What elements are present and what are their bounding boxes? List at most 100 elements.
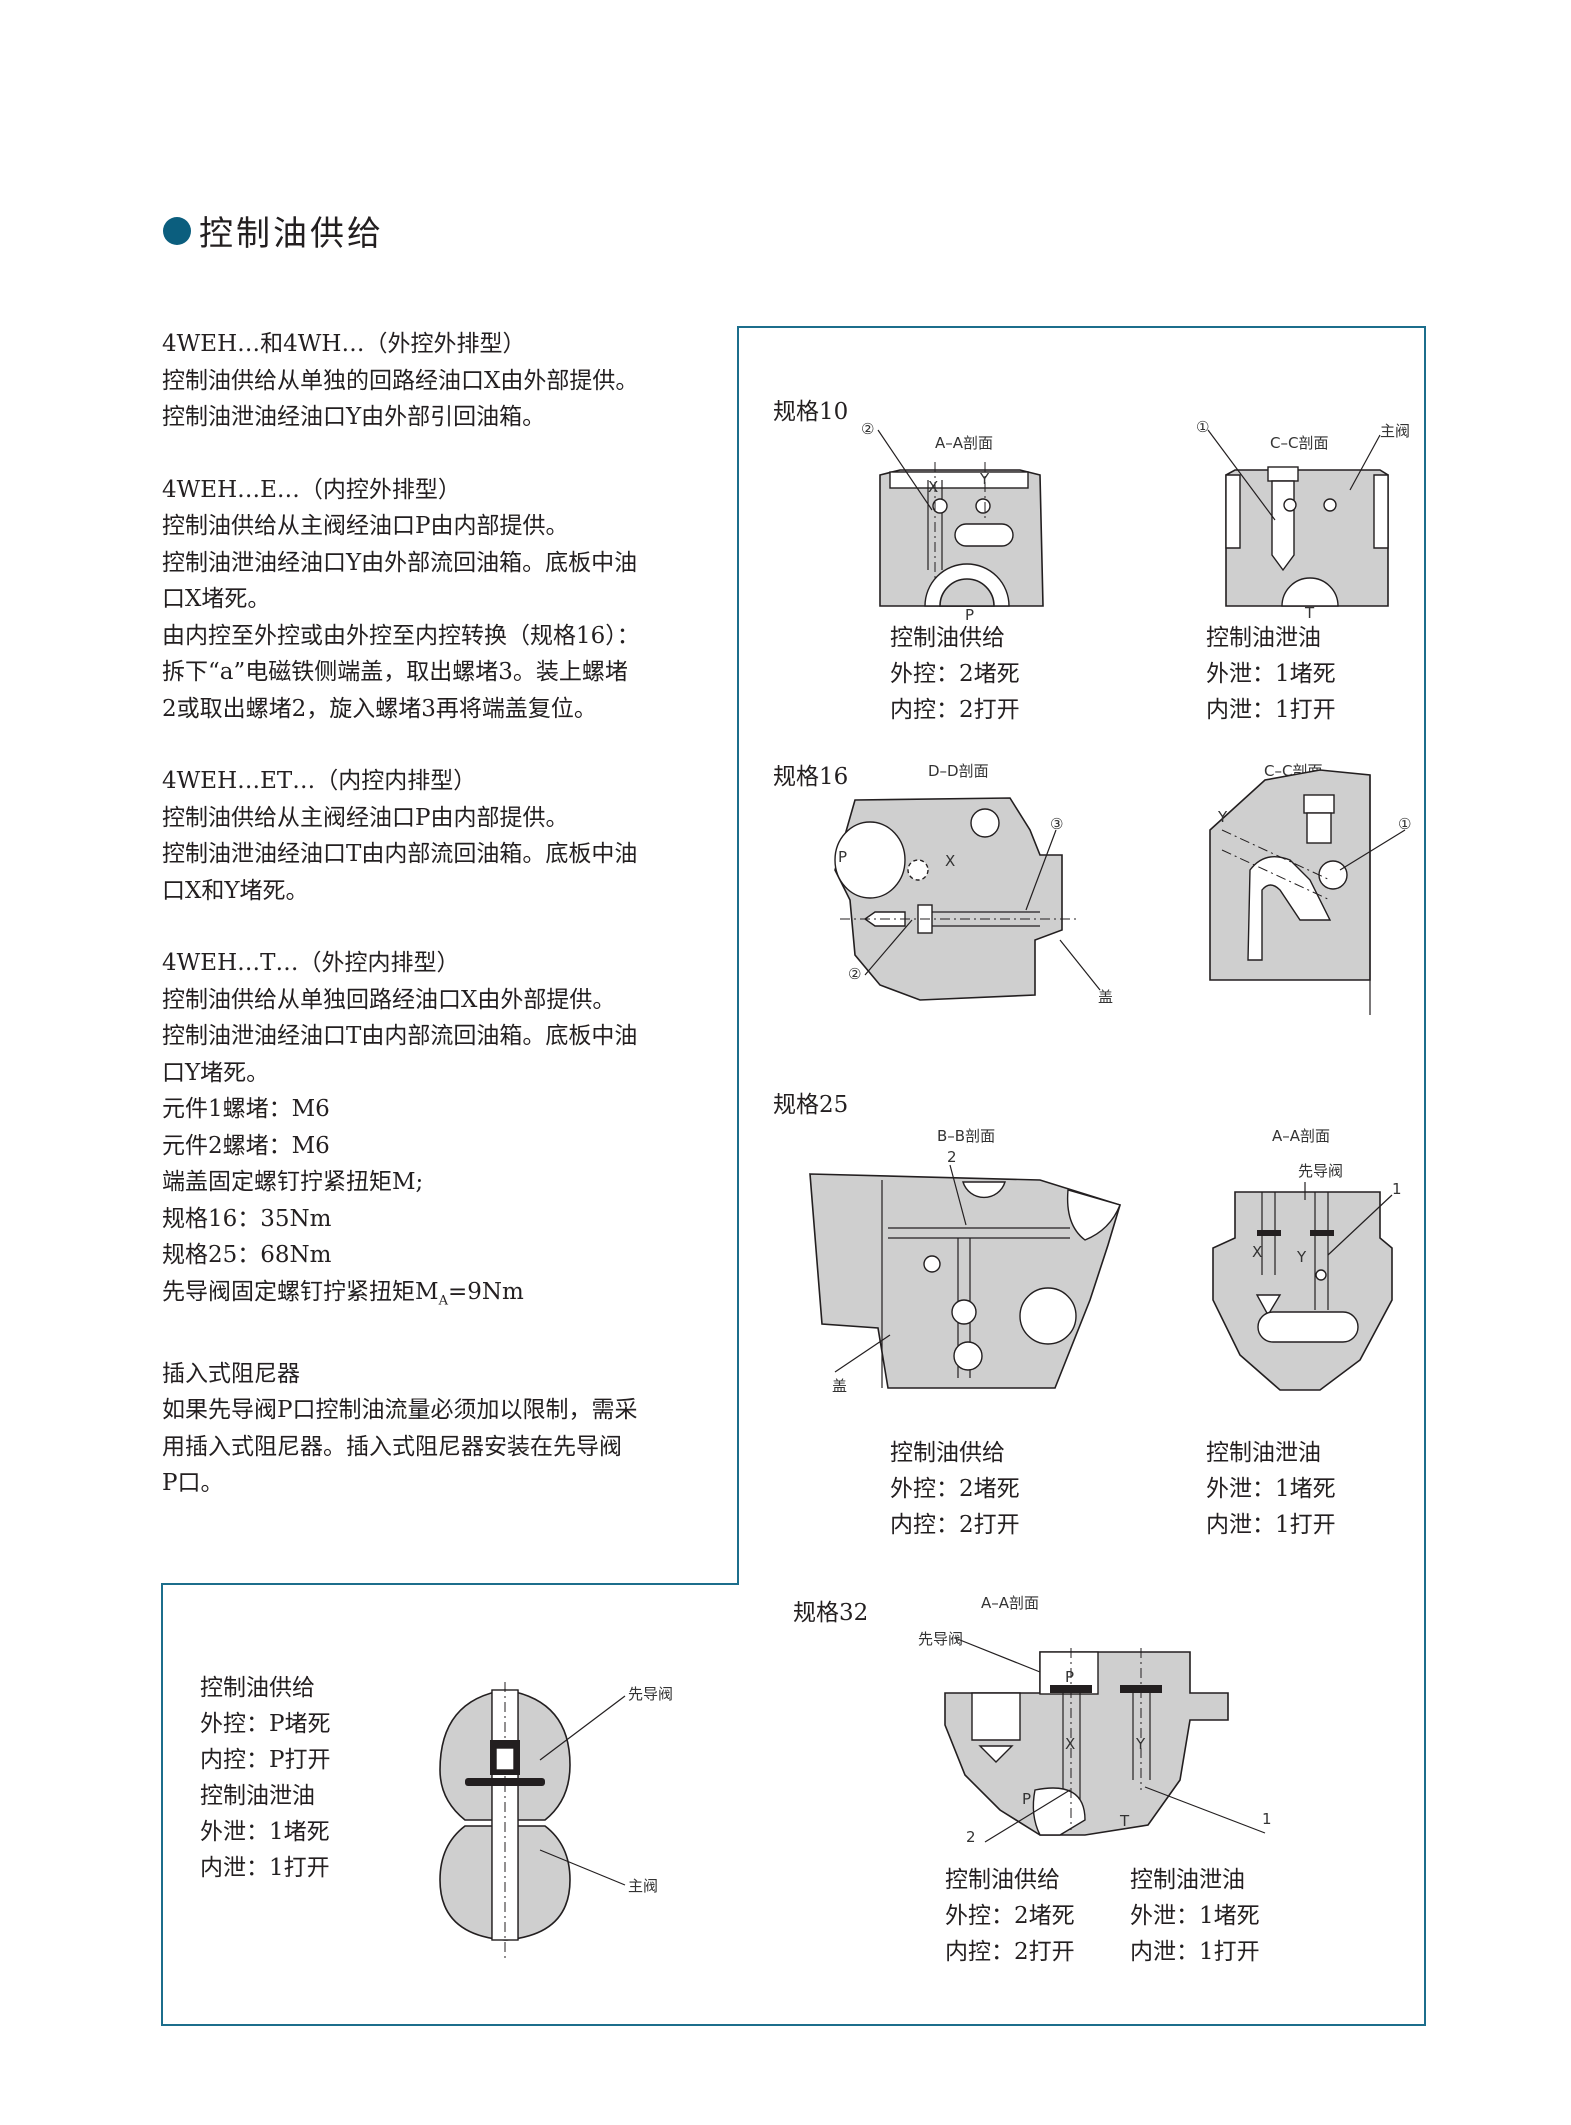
para3-line: 4WEH…ET…（内控内排型） <box>162 768 477 794</box>
caption-line: 内控：2打开 <box>890 1512 1020 1538</box>
size25-port-x: X <box>1252 1243 1263 1261</box>
size10-port-p: P <box>965 606 975 624</box>
size10-caption-left: 控制油供给 外控：2堵死 内控：2打开 <box>890 620 1020 728</box>
para5-line: 用插入式阻尼器。插入式阻尼器安装在先导阀 <box>162 1433 622 1460</box>
caption-line: 控制油供给 <box>200 1675 315 1701</box>
para2-line: 2或取出螺堵2，旋入螺堵3再将端盖复位。 <box>162 695 597 722</box>
para3-line: 控制油泄油经油口T由内部流回油箱。底板中油 <box>162 841 638 867</box>
size32-section: A–A剖面 <box>981 1594 1040 1612</box>
caption-line: 控制油供给 <box>945 1867 1060 1893</box>
size10-section-left: A–A剖面 <box>935 434 994 452</box>
size16-label: 规格16 <box>773 764 849 790</box>
size25-n1: 1 <box>1392 1180 1402 1198</box>
caption-line: 外控：2堵死 <box>945 1903 1075 1929</box>
size10-main-valve: 主阀 <box>1380 422 1411 440</box>
size10-port-t: T <box>1305 604 1315 622</box>
size25-section-left: B–B剖面 <box>937 1127 996 1145</box>
caption-line: 外泄：1堵死 <box>1130 1903 1260 1929</box>
size32-port-p-top: P <box>1065 1668 1075 1686</box>
para5-line: P口。 <box>162 1470 224 1497</box>
para4-line: 端盖固定螺钉拧紧扭矩M; <box>162 1169 424 1195</box>
para4-line: 口Y堵死。 <box>162 1059 270 1086</box>
size16-port-y: Y <box>1218 808 1228 826</box>
torque-suffix: =9Nm <box>447 1278 524 1305</box>
para2-line: 控制油供给从主阀经油口P由内部提供。 <box>162 513 569 539</box>
size32-caption-left: 控制油供给 外控：2堵死 内控：2打开 <box>945 1862 1075 1970</box>
size16-port-p: P <box>838 848 848 866</box>
para4-line: 规格25：68Nm <box>162 1242 332 1268</box>
para1-line: 控制油泄油经油口Y由外部引回油箱。 <box>162 404 546 430</box>
size16-port-x: X <box>945 852 956 870</box>
para2-line: 4WEH…E…（内控外排型） <box>162 476 461 503</box>
size10-label: 规格10 <box>773 399 849 425</box>
para2-line: 拆下“a”电磁铁侧端盖，取出螺堵3。装上螺堵 <box>162 659 628 685</box>
bullet-dot-icon <box>163 216 191 245</box>
caption-line: 控制油泄油 <box>1206 625 1321 651</box>
para4-line: 元件1螺堵：M6 <box>162 1096 330 1122</box>
size25-label: 规格25 <box>773 1092 849 1118</box>
caption-line: 内泄：1打开 <box>1206 1512 1336 1538</box>
size25-port-y: Y <box>1297 1248 1307 1266</box>
caption-line: 控制油供给 <box>890 625 1005 651</box>
caption-line: 内控：2打开 <box>945 1939 1075 1965</box>
size32-caption-right: 控制油泄油 外泄：1堵死 内泄：1打开 <box>1130 1862 1260 1970</box>
section-title: 控制油供给 <box>199 214 384 254</box>
size16-cover: 盖 <box>1098 988 1114 1006</box>
para4-line: 4WEH…T…（外控内排型） <box>162 950 460 976</box>
para2-line: 由内控至外控或由外控至内控转换（规格16）： <box>162 622 640 649</box>
size16-circ1: ① <box>1398 815 1412 833</box>
size25-section-right: A–A剖面 <box>1272 1127 1331 1145</box>
size16-circ3: ③ <box>1050 815 1064 833</box>
size16-section-left: D–D剖面 <box>928 762 989 780</box>
caption-line: 控制油泄油 <box>1130 1867 1245 1893</box>
size10-circ2-left: ② <box>861 420 875 438</box>
para5-line: 插入式阻尼器 <box>162 1360 300 1387</box>
section-heading: 控制油供给 <box>163 206 384 255</box>
para4-line: 控制油泄油经油口T由内部流回油箱。底板中油 <box>162 1023 638 1049</box>
para1-line: 控制油供给从单独的回路经油口X由外部提供。 <box>162 367 639 394</box>
para4-line: 元件2螺堵：M6 <box>162 1132 330 1159</box>
size10-port-y: Y <box>980 470 990 488</box>
caption-line: 外控：P堵死 <box>200 1711 331 1737</box>
para3-line: 控制油供给从主阀经油口P由内部提供。 <box>162 804 569 831</box>
size25-caption-right: 控制油泄油 外泄：1堵死 内泄：1打开 <box>1206 1435 1336 1543</box>
size25-caption-left: 控制油供给 外控：2堵死 内控：2打开 <box>890 1435 1020 1543</box>
caption-line: 内泄：1打开 <box>1130 1939 1260 1965</box>
size16-circ2: ② <box>848 965 862 983</box>
size25-n2: 2 <box>947 1148 957 1166</box>
size10-caption-right: 控制油泄油 外泄：1堵死 内泄：1打开 <box>1206 620 1336 728</box>
torque-sub: A <box>438 1293 448 1309</box>
caption-line: 外泄：1堵死 <box>1206 1476 1336 1502</box>
caption-line: 控制油泄油 <box>200 1783 315 1809</box>
damper-pilot: 先导阀 <box>628 1685 674 1703</box>
size32-port-t: T <box>1120 1812 1130 1830</box>
size32-pilot: 先导阀 <box>918 1630 964 1648</box>
size25-cover: 盖 <box>832 1377 848 1395</box>
caption-line: 控制油泄油 <box>1206 1440 1321 1466</box>
caption-line: 外泄：1堵死 <box>1206 661 1336 687</box>
para4-line: 控制油供给从单独回路经油口X由外部提供。 <box>162 986 616 1013</box>
size25-pilot: 先导阀 <box>1298 1162 1344 1180</box>
torque-line: 先导阀固定螺钉拧紧扭矩MA=9Nm <box>162 1274 702 1320</box>
size10-port-x: X <box>928 478 939 496</box>
para2-line: 口X堵死。 <box>162 586 271 612</box>
size10-circ1-right: ① <box>1196 418 1210 436</box>
para3-line: 口X和Y堵死。 <box>162 877 309 904</box>
size32-port-p: P <box>1022 1790 1032 1808</box>
caption-line: 内泄：1打开 <box>200 1855 330 1881</box>
para2-line: 控制油泄油经油口Y由外部流回油箱。底板中油 <box>162 549 638 576</box>
bottom-left-captions: 控制油供给 外控：P堵死 内控：P打开 控制油泄油 外泄：1堵死 内泄：1打开 <box>200 1670 330 1886</box>
caption-line: 外泄：1堵死 <box>200 1819 330 1845</box>
para5-line: 如果先导阀P口控制油流量必须加以限制，需采 <box>162 1397 638 1424</box>
caption-line: 内控：P打开 <box>200 1747 331 1773</box>
text-column: 4WEH…和4WH…（外控外排型） 控制油供给从单独的回路经油口X由外部提供。 … <box>162 326 702 1502</box>
caption-line: 外控：2堵死 <box>890 661 1020 687</box>
size32-n1: 1 <box>1262 1810 1272 1828</box>
size32-label: 规格32 <box>793 1600 869 1626</box>
